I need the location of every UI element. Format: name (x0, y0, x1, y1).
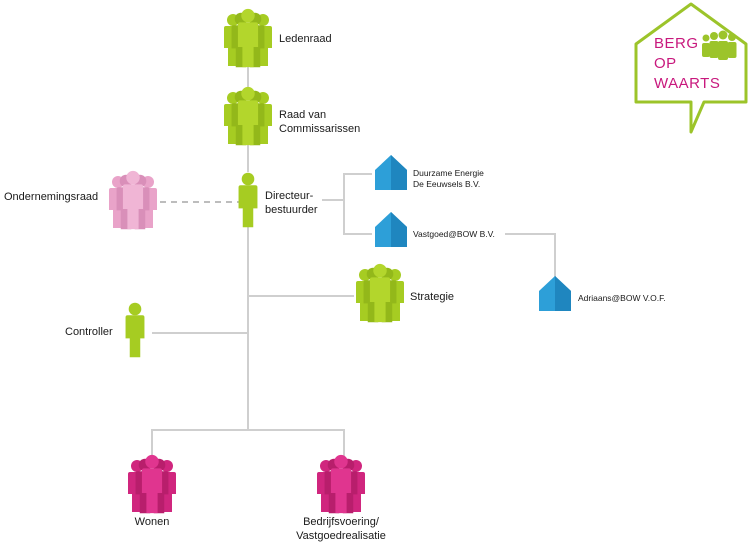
vastgoed-house-icon (375, 212, 407, 247)
connector-bottom-branch (151, 429, 345, 456)
node-vastgoed-label: Vastgoed@BOW B.V. (413, 229, 495, 239)
node-bedrijfsvoering-label-line2: Vastgoedrealisatie (296, 530, 386, 542)
node-duurzame-label-line2: De Eeuwsels B.V. (413, 179, 481, 189)
bedrijfsvoering-people-icon (317, 454, 365, 514)
bergopwaarts-logo (634, 2, 748, 134)
logo-people-icon (702, 30, 737, 60)
connector-adriaans (505, 233, 556, 278)
logo-text-op: OP (654, 55, 677, 72)
node-raad-label-line1: Raad van (279, 109, 327, 121)
node-directeur-label-line1: Directeur- (265, 190, 314, 202)
logo-text-waarts: WAARTS (654, 75, 721, 92)
wonen-people-icon (128, 454, 176, 514)
connectors (151, 62, 556, 456)
node-ondernemingsraad-label: Ondernemingsraad (4, 191, 99, 203)
ledenraad-people-icon (224, 8, 272, 68)
node-controller-label: Controller (65, 326, 113, 338)
node-wonen-label: Wonen (134, 516, 170, 528)
logo-text-berg: BERG (654, 35, 699, 52)
node-bedrijfsvoering-label-line1: Bedrijfsvoering/ (303, 516, 379, 528)
connector-duurzame (322, 173, 372, 201)
node-raad-label-line2: Commissarissen (279, 123, 361, 135)
connector-vastgoed (343, 200, 372, 235)
node-strategie-label: Strategie (410, 291, 455, 303)
ondernemingsraad-people-icon (109, 170, 157, 230)
adriaans-house-icon (539, 276, 571, 311)
node-adriaans-label: Adriaans@BOW V.O.F. (578, 293, 666, 303)
controller-person-icon (125, 302, 145, 358)
node-ledenraad-label: Ledenraad (279, 33, 332, 45)
node-duurzame-label-line1: Duurzame Energie (413, 168, 484, 178)
duurzame-house-icon (375, 155, 407, 190)
directeur-person-icon (238, 172, 258, 228)
node-directeur-label-line2: bestuurder (265, 204, 318, 216)
strategie-people-icon (356, 263, 404, 323)
raad-people-icon (224, 86, 272, 146)
